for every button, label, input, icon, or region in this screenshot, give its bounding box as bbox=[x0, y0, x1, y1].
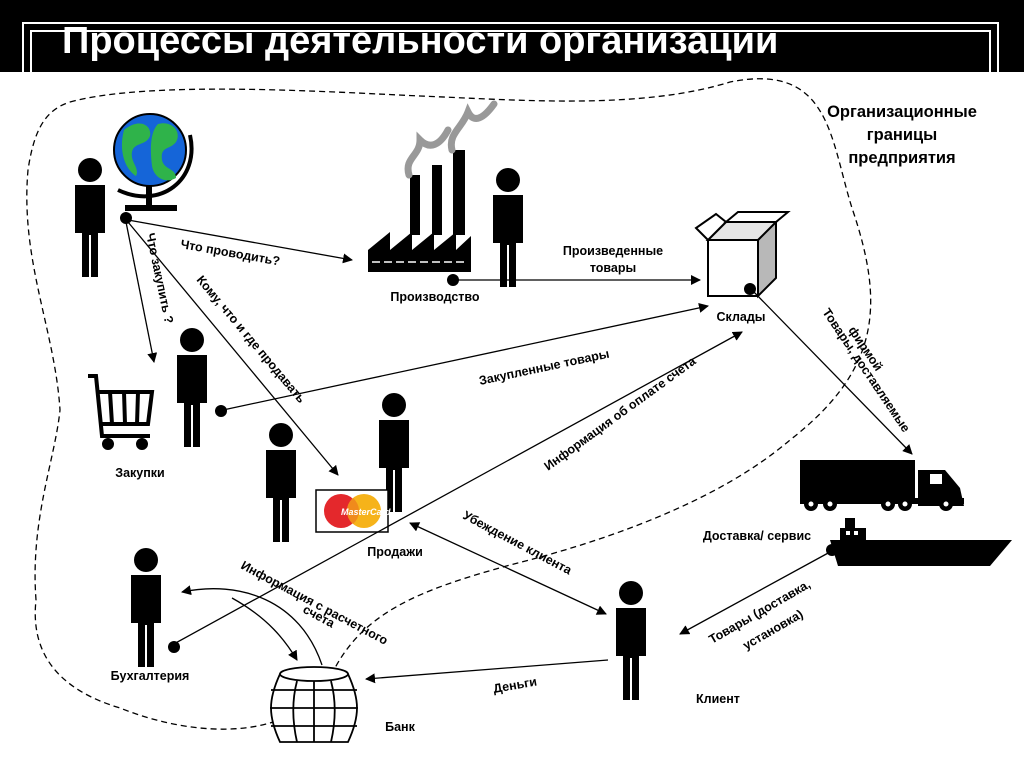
purchasing-connector-dot bbox=[215, 405, 227, 417]
flow-label-what-to-buy: Что закупить ? bbox=[143, 232, 176, 325]
flow-label-what-to-produce: Что проводить? bbox=[179, 237, 281, 268]
arrow-management-to-production bbox=[127, 219, 353, 264]
flow-label-purchased-goods: Закупленные товары bbox=[478, 347, 611, 388]
bank-barrel-icon bbox=[270, 666, 358, 743]
warehouse-box-icon bbox=[694, 211, 791, 299]
flow-label-money: Деньги bbox=[492, 675, 538, 696]
purchasing-label: Закупки bbox=[115, 466, 164, 480]
flow-label-goods-delivered-line1: Товары, доставляемые bbox=[820, 306, 913, 435]
arrow-management-to-purchasing bbox=[125, 221, 158, 363]
header-frame-inner bbox=[30, 30, 991, 80]
purchasing-person-icon bbox=[177, 328, 207, 447]
warehouse-connector-dot bbox=[744, 283, 756, 295]
boundary-label-line1: Организационные bbox=[827, 103, 977, 121]
slide-header: Процессы деятельности организации bbox=[0, 0, 1024, 82]
arrow-bank-to-accounting-info bbox=[181, 585, 323, 666]
production-connector-dot bbox=[447, 274, 459, 286]
arrow-client-to-bank bbox=[365, 659, 609, 684]
shopping-cart-icon bbox=[88, 374, 155, 450]
boundary-label-line2: границы bbox=[867, 126, 937, 144]
production-label: Производство bbox=[390, 290, 480, 304]
arrow-accounting-to-bank bbox=[231, 597, 298, 661]
manager-person-icon bbox=[75, 158, 105, 277]
process-diagram: Организационные границы предприятия Прои… bbox=[26, 78, 1012, 743]
delivery-connector-dot bbox=[826, 544, 838, 556]
client-person-icon bbox=[616, 581, 646, 700]
delivery-label: Доставка/ сервис bbox=[703, 529, 811, 543]
arrow-management-to-sales bbox=[127, 221, 339, 476]
mastercard-icon: MasterCard bbox=[315, 489, 391, 533]
flow-label-produced-goods-line2: товары bbox=[590, 261, 636, 275]
ship-icon bbox=[830, 518, 1012, 566]
manager-connector-dot bbox=[120, 212, 132, 224]
sales-person-icon-left bbox=[266, 423, 296, 542]
production-person-icon bbox=[493, 168, 523, 287]
page-title: Процессы деятельности организации bbox=[62, 20, 779, 62]
bank-label: Банк bbox=[385, 720, 415, 734]
accounting-person-icon bbox=[131, 548, 161, 667]
flow-label-client-persuasion: Убеждение клиента bbox=[461, 508, 575, 578]
flow-label-payment-info: Информация об оплате счета bbox=[542, 353, 700, 473]
flow-label-produced-goods-line1: Произведенные bbox=[563, 244, 663, 258]
sales-label: Продажи bbox=[367, 545, 423, 559]
arrow-sales-to-warehouse bbox=[171, 331, 743, 646]
client-label: Клиент bbox=[696, 692, 740, 706]
globe-icon bbox=[113, 113, 194, 211]
warehouse-label: Склады bbox=[717, 310, 766, 324]
factory-icon bbox=[368, 100, 498, 272]
accounting-connector-dot bbox=[168, 641, 180, 653]
header-frame-outer bbox=[22, 22, 999, 82]
truck-icon bbox=[800, 460, 964, 511]
arrow-warehouse-to-delivery bbox=[751, 289, 913, 455]
arrow-sales-client-persuasion bbox=[409, 522, 607, 615]
boundary-label-line3: предприятия bbox=[848, 149, 955, 167]
organization-boundary bbox=[26, 78, 872, 730]
card-brand-label: MasterCard bbox=[341, 507, 391, 517]
arrow-delivery-to-client bbox=[679, 551, 831, 635]
accounting-label: Бухгалтерия bbox=[111, 669, 190, 683]
flow-label-account-info-line1: Информация с расчетного bbox=[239, 558, 391, 648]
arrow-purchasing-to-warehouse bbox=[222, 302, 709, 411]
flow-label-where-to-sell: Кому, что и где продавать bbox=[194, 273, 309, 406]
